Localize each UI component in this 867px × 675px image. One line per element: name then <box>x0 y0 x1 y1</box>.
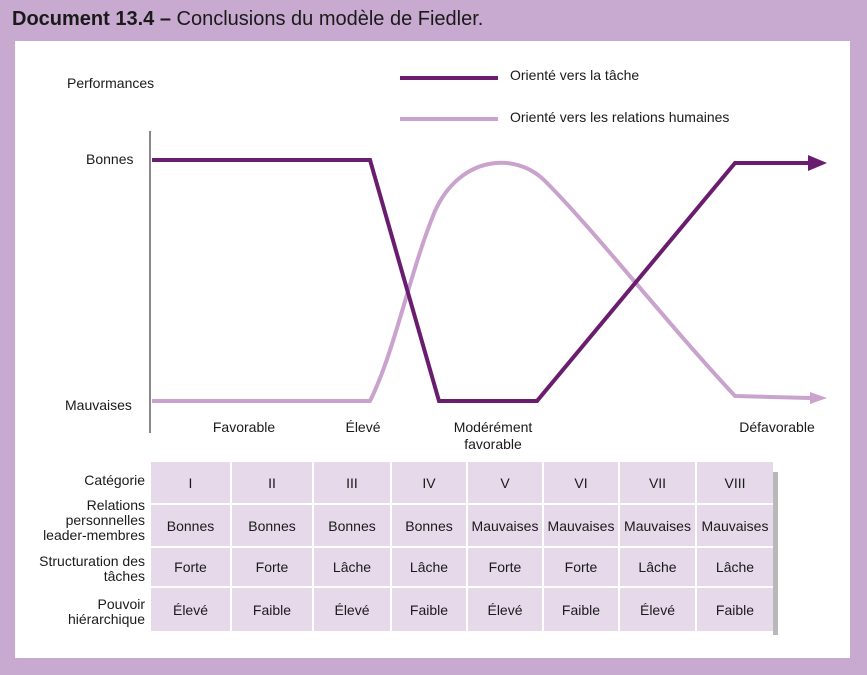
task-curve <box>152 158 810 403</box>
task-arrowhead <box>808 155 827 171</box>
document-title: Document 13.4 – Conclusions du modèle de… <box>12 8 483 31</box>
relations-curve <box>152 160 811 403</box>
table-cell: Élevé <box>151 588 230 631</box>
table-cell: Lâche <box>620 548 695 586</box>
table-cell: Mauvaises <box>620 505 695 546</box>
table-cell: II <box>232 462 312 503</box>
y-label-mauvaises: Mauvaises <box>65 397 132 413</box>
table-cell: Bonnes <box>314 505 390 546</box>
performance-chart <box>149 76 827 433</box>
table-cell: III <box>314 462 390 503</box>
table-cell: Forte <box>151 548 230 586</box>
table-cell: Bonnes <box>151 505 230 546</box>
table-cell: I <box>151 462 230 503</box>
row-label-pouvoir: Pouvoir hiérarchique <box>67 596 145 627</box>
y-label-bonnes: Bonnes <box>86 151 134 167</box>
table-cell: VIII <box>697 462 773 503</box>
table-cell: Forte <box>232 548 312 586</box>
document-caption: Conclusions du modèle de Fiedler. <box>176 8 484 30</box>
y-axis-title: Performances <box>67 75 155 91</box>
table-cell: Mauvaises <box>697 505 773 546</box>
table-cell: Faible <box>392 588 466 631</box>
table-cell: Lâche <box>314 548 390 586</box>
relations-arrowhead <box>810 392 827 404</box>
table-cell: Lâche <box>392 548 466 586</box>
diagram-panel: Performances Bonnes Mauvaises Orienté ve… <box>15 41 850 658</box>
table-cell: Lâche <box>697 548 773 586</box>
table-cell: Faible <box>232 588 312 631</box>
x-label-favorable: Favorable <box>212 419 276 435</box>
table-cell: Faible <box>697 588 773 631</box>
table-cell: Forte <box>468 548 542 586</box>
table-cell: Élevé <box>314 588 390 631</box>
table-cell: IV <box>392 462 466 503</box>
row-label-categorie: Catégorie <box>84 472 145 488</box>
legend-task-label: Orienté vers la tâche <box>510 67 640 83</box>
table-shadow <box>773 472 778 635</box>
x-label-moderement-favorable: Modérément favorable <box>453 419 533 452</box>
document-number: Document 13.4 – <box>12 8 171 30</box>
table-cell: Bonnes <box>392 505 466 546</box>
x-label-eleve: Élevé <box>345 419 381 435</box>
table-cell: Mauvaises <box>468 505 542 546</box>
table-cell: VII <box>620 462 695 503</box>
table-cell: Élevé <box>468 588 542 631</box>
table-cell: Forte <box>544 548 618 586</box>
table-cell: V <box>468 462 542 503</box>
table-cell: VI <box>544 462 618 503</box>
table-cell: Mauvaises <box>544 505 618 546</box>
table-cell: Bonnes <box>232 505 312 546</box>
legend-relations-label: Orienté vers les relations humaines <box>510 109 730 125</box>
table-cell: Faible <box>544 588 618 631</box>
row-label-relations: Relations personnelles leader-membres <box>43 497 145 543</box>
table-cell: Élevé <box>620 588 695 631</box>
x-label-defavorable: Défavorable <box>739 419 815 435</box>
row-label-structuration: Structuration des tâches <box>39 553 145 584</box>
